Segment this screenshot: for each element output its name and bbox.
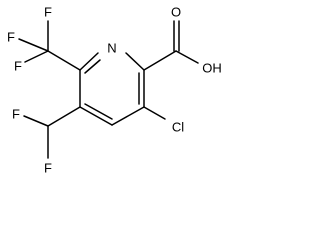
atom-label-nitrogen: N xyxy=(107,41,116,56)
bond-c4-c5-outer xyxy=(79,106,113,126)
carboxylic-acid-group xyxy=(143,20,199,71)
trifluoromethyl-group xyxy=(18,20,81,71)
atom-label-chf2-fluorine-bottom: F xyxy=(44,161,52,176)
bond-c6-n1-inner xyxy=(84,59,101,74)
bond-cf3-f-bottom xyxy=(24,50,49,63)
atom-label-hydroxyl: OH xyxy=(202,61,222,76)
bond-c6-cf3 xyxy=(47,50,81,71)
atom-label-cf3-fluorine-bottom: F xyxy=(14,59,22,74)
bond-c3-cl xyxy=(143,106,166,120)
bond-c3-c4 xyxy=(111,106,145,126)
bond-c2-carboxyl xyxy=(143,50,177,71)
bond-cf3-f-left xyxy=(18,38,49,52)
atom-label-chlorine: Cl xyxy=(172,120,184,135)
atom-label-carbonyl-oxygen: O xyxy=(171,5,181,20)
atom-label-cf3-fluorine-top: F xyxy=(44,5,52,20)
atom-label-chf2-fluorine-left: F xyxy=(12,107,20,122)
bond-c5-chf2 xyxy=(47,106,81,127)
bond-c4-c5-inner xyxy=(84,103,113,120)
bond-carboxyl-oh xyxy=(175,50,199,64)
atom-label-cf3-fluorine-left: F xyxy=(7,30,15,45)
molecule-structure-diagram: N O OH Cl F F F F F xyxy=(7,5,222,176)
pyridine-ring xyxy=(79,52,145,126)
difluoromethyl-group xyxy=(23,106,81,159)
bond-n1-c2 xyxy=(125,52,145,71)
bond-chf2-f-left xyxy=(23,115,49,127)
bond-c6-n1-outer xyxy=(79,52,99,71)
